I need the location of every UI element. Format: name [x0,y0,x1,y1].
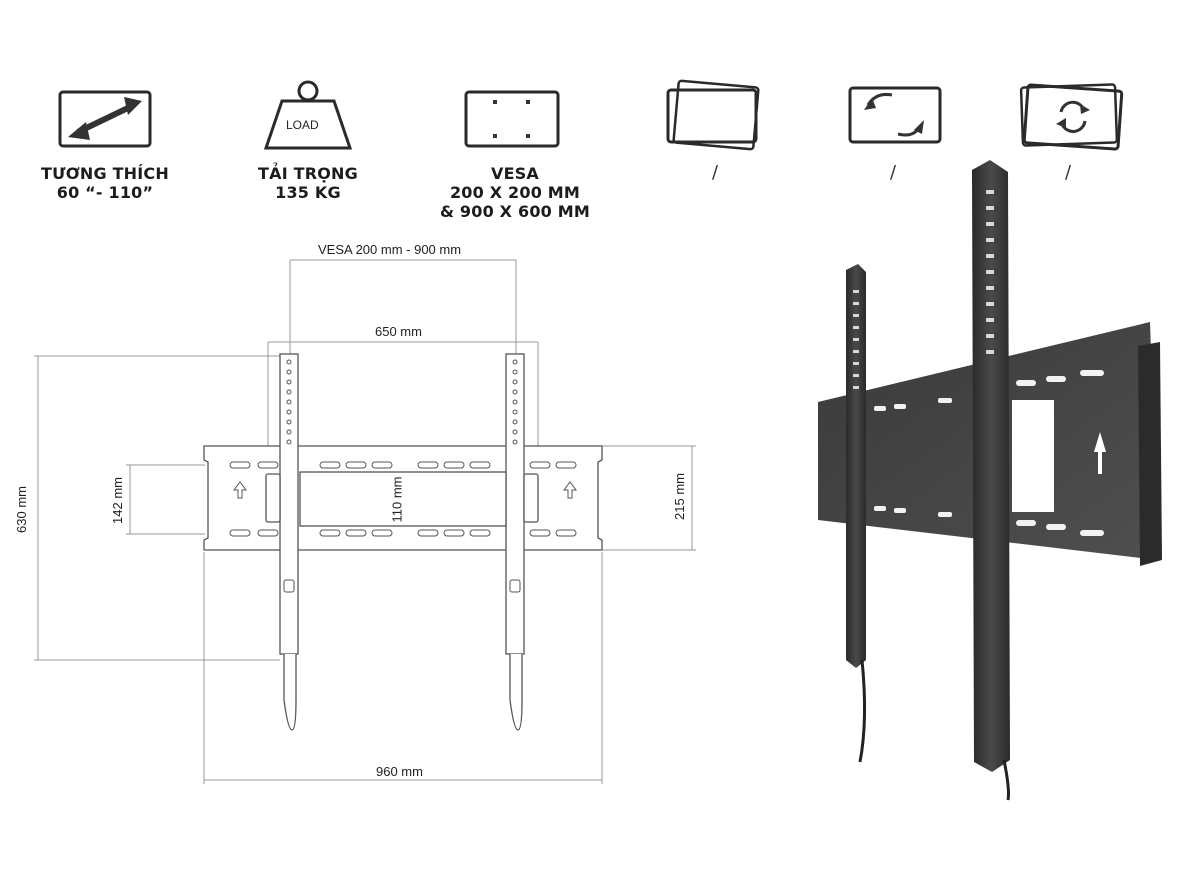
bracket-outline [203,353,603,731]
rotate-screen-icon [1019,83,1124,151]
vesa-pattern-icon [464,90,560,148]
feature-vesa-title: VESA [490,164,540,183]
feature-tilt-value: / [712,162,719,183]
feature-vesa-value-2: & 900 X 600 MM [439,202,590,221]
feature-compatibility: TƯƠNG THÍCH 60 “- 110” [20,164,190,202]
feature-swivel-value: / [890,162,897,183]
feature-rotate-value: / [1065,162,1072,183]
feature-compatibility-title: TƯƠNG THÍCH [41,164,169,183]
rail-holes [283,359,521,593]
diagonal-arrow-icon [58,90,152,148]
safety-cords [858,659,1010,801]
tilt-screen-icon [666,79,760,151]
feature-vesa: VESA 200 X 200 MM & 900 X 600 MM [420,164,610,221]
photo-rail-holes [853,190,994,389]
swivel-screen-icon [848,86,942,144]
photo-rails [846,160,1010,772]
feature-compatibility-value: 60 “- 110” [56,183,154,202]
load-weight-icon [263,80,353,150]
feature-load-title: TẢI TRỌNG [258,164,358,183]
load-label: LOAD [286,118,319,132]
vesa-range-label: VESA 200 mm - 900 mm [318,242,462,257]
total-width-label: 960 mm [376,764,423,779]
rail-spacing-label: 650 mm [375,324,422,339]
photo-plate-slots [874,370,1104,536]
plate-slots [229,461,577,537]
feature-load: TẢI TRỌNG 135 KG [228,164,388,202]
feature-vesa-value-1: 200 X 200 MM [449,183,581,202]
feature-load-value: 135 KG [275,183,341,202]
